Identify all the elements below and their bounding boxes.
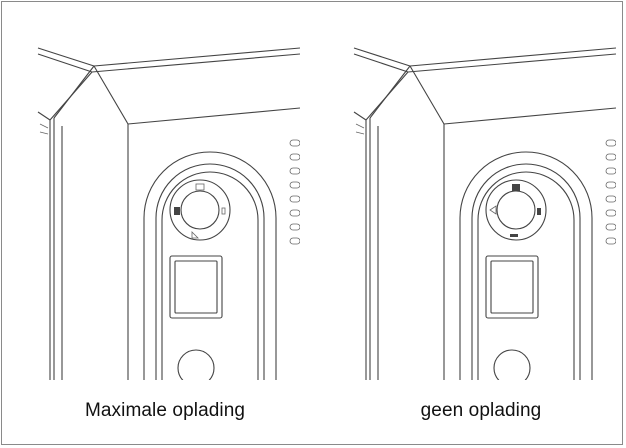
device-illustration — [353, 47, 616, 380]
selector-dial — [485, 179, 547, 241]
display-window — [485, 255, 539, 319]
device-drawing-maximum-charge — [10, 28, 300, 380]
caption-maximum-charge: Maximale oplading — [84, 400, 246, 421]
display-window — [169, 255, 223, 319]
vent-slots — [289, 139, 300, 245]
selector-dial — [169, 179, 231, 241]
caption-no-charge: geen oplading — [420, 400, 542, 421]
round-button — [493, 349, 531, 380]
round-button — [177, 349, 215, 380]
device-drawing-no-charge — [326, 28, 616, 380]
device-illustration — [37, 47, 300, 380]
vent-slots — [605, 139, 616, 245]
